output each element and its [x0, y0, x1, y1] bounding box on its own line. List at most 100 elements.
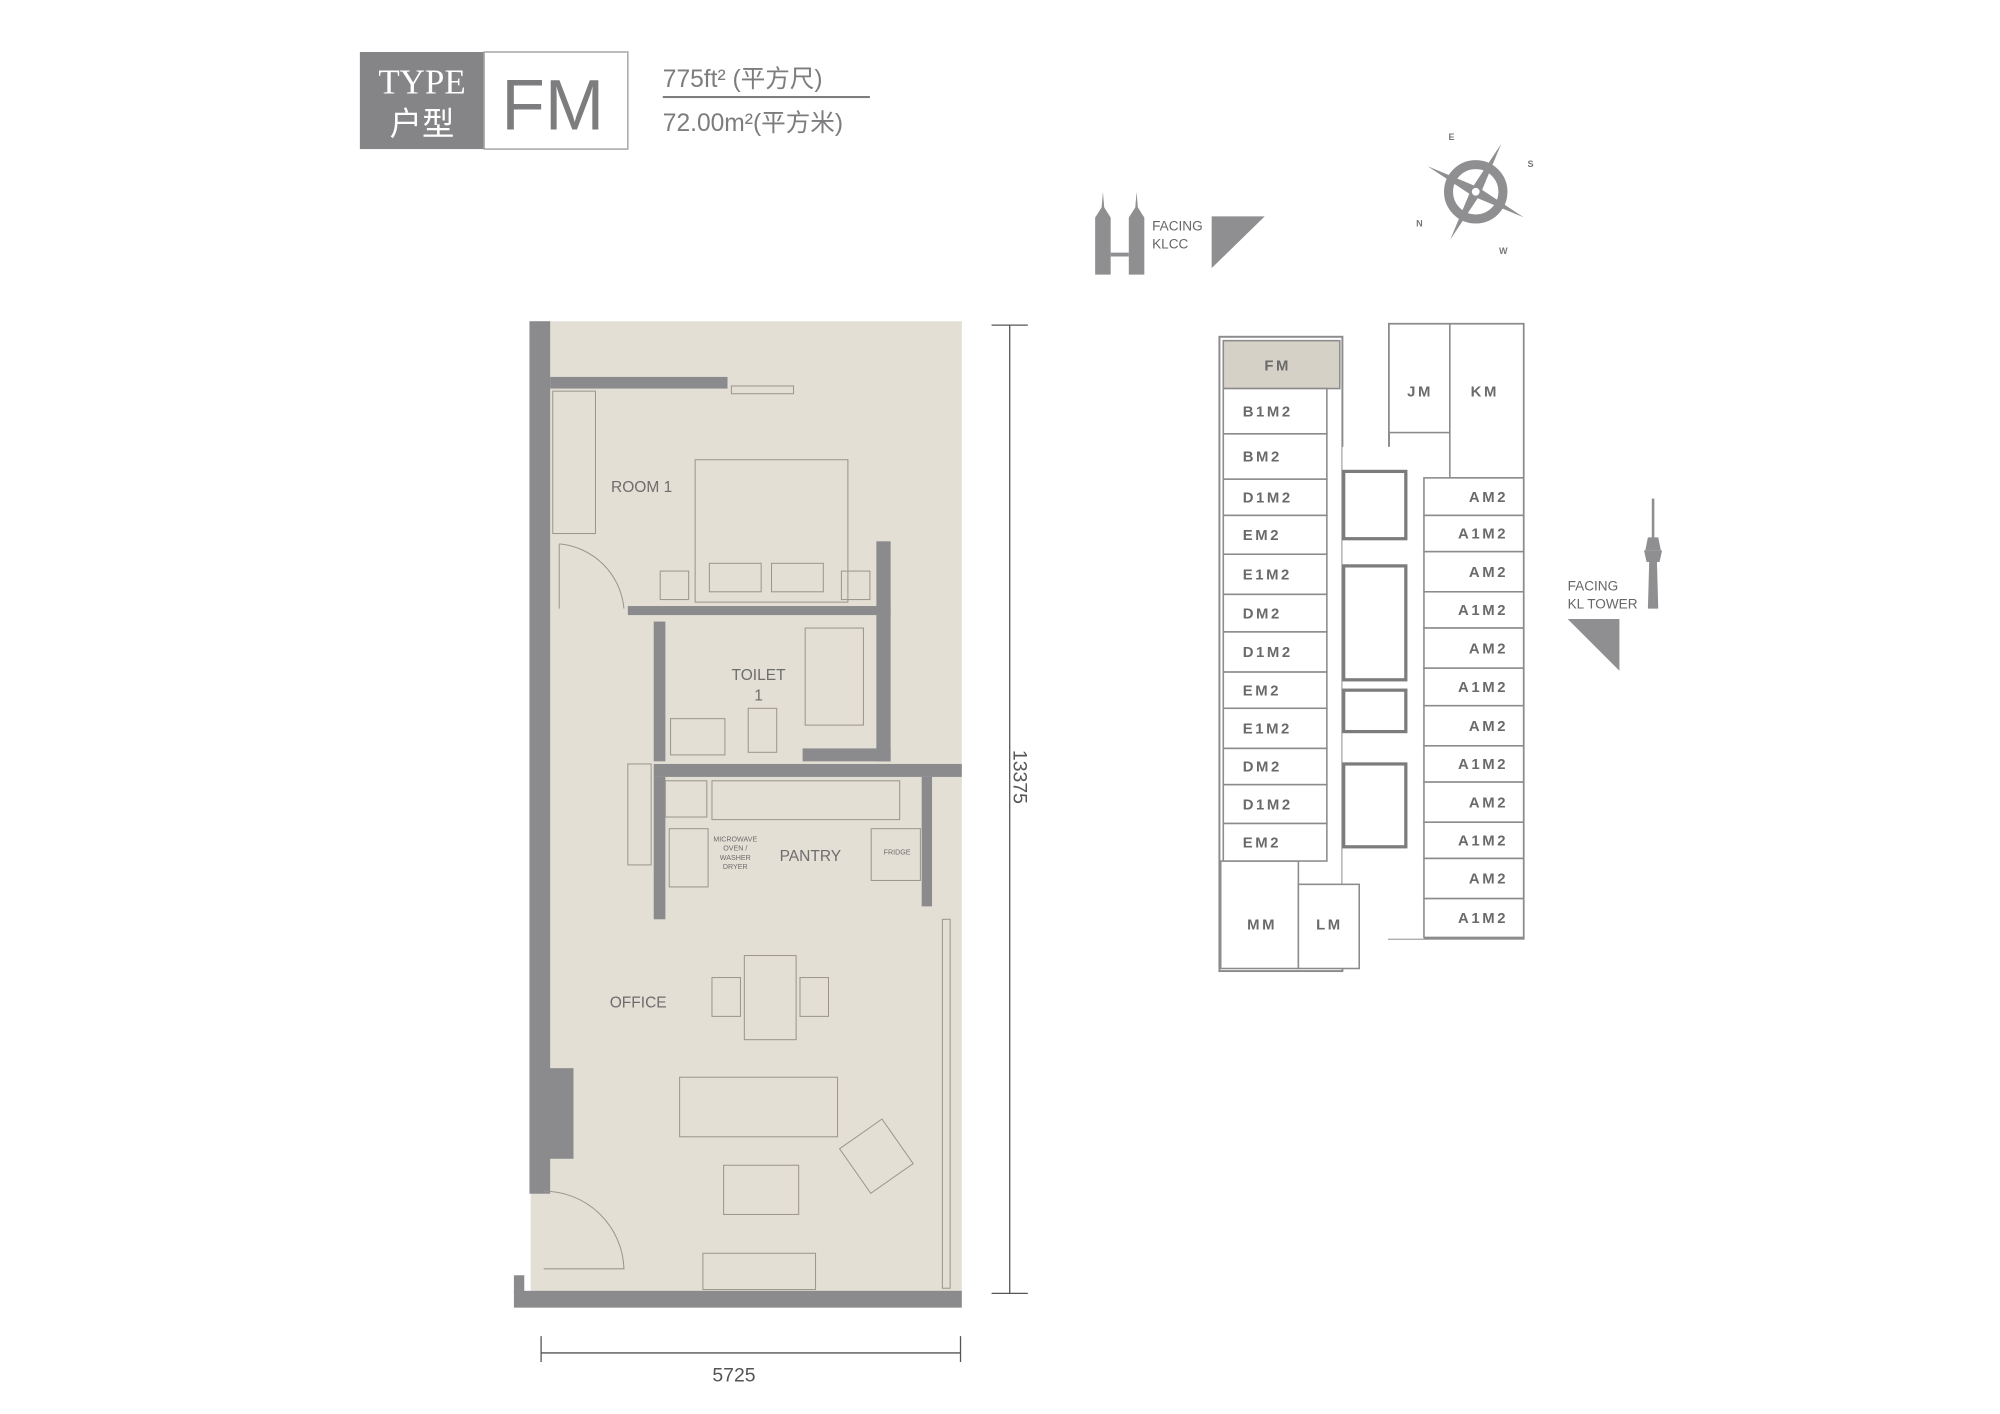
unit-floor-plan: ROOM 1 TOILET 1 PANTRY MICROWAVE OVEN / … — [513, 321, 1031, 1386]
label-appliance: WASHER — [720, 854, 751, 862]
area-sqft: 775ft² (平方尺) — [663, 65, 823, 93]
wall-door-jamb — [513, 1275, 525, 1294]
dimension-height: 13375 — [1009, 750, 1031, 804]
unit-label-jm: JM — [1407, 384, 1433, 400]
unit-e1m2 — [1222, 553, 1328, 596]
unit-label: D1M2 — [1243, 797, 1293, 813]
unit-label: EM2 — [1243, 835, 1281, 851]
compass-w: W — [1499, 246, 1508, 256]
unit-am2 — [1423, 704, 1525, 747]
wall-left — [529, 321, 551, 1194]
label-appliance: MICROWAVE — [713, 836, 757, 844]
unit-am2 — [1423, 550, 1525, 593]
lift-core — [1342, 688, 1408, 734]
unit-label: AM2 — [1469, 719, 1508, 735]
unit-label: D1M2 — [1243, 645, 1293, 661]
sofa-icon — [679, 1076, 839, 1138]
unit-label: A1M2 — [1458, 834, 1508, 850]
unit-am2 — [1423, 857, 1525, 900]
unit-em2 — [1222, 671, 1328, 710]
unit-bm2 — [1222, 433, 1328, 480]
desk-icon — [743, 955, 797, 1041]
entrance-door-icon — [543, 1190, 625, 1270]
fridge-icon — [870, 828, 921, 881]
bedside-table-icon — [659, 570, 690, 601]
unit-fm-highlighted — [1222, 339, 1341, 390]
unit-label: DM2 — [1243, 760, 1282, 776]
compass-s: S — [1528, 159, 1534, 169]
label-office: OFFICE — [610, 994, 667, 1011]
window-icon — [730, 385, 795, 395]
wall-room1-bottom — [627, 606, 891, 616]
unit-am2 — [1423, 477, 1525, 517]
facing-kl-tower-label: FACING — [1568, 578, 1619, 593]
label-toilet-number: 1 — [754, 688, 763, 705]
chair-icon — [799, 977, 829, 1017]
wall-toilet-bottom — [802, 748, 891, 762]
label-room1: ROOM 1 — [611, 479, 672, 496]
unit-label-km: KM — [1471, 384, 1499, 400]
label-fridge: FRIDGE — [884, 849, 911, 857]
compass-e: E — [1449, 132, 1455, 142]
toilet-bowl-icon — [747, 707, 778, 753]
unit-label: DM2 — [1243, 606, 1282, 622]
unit-label: A1M2 — [1458, 527, 1508, 543]
wall-room1-right — [876, 541, 891, 762]
window-icon — [941, 918, 951, 1289]
unit-label-lm: LM — [1316, 918, 1343, 934]
bedside-table-icon — [840, 570, 871, 601]
kl-tower-icon — [1644, 498, 1663, 609]
unit-label: EM2 — [1243, 683, 1281, 699]
unit-km — [1449, 323, 1525, 479]
unit-label: AM2 — [1469, 872, 1508, 888]
unit-label: A1M2 — [1458, 603, 1508, 619]
facing-klcc-label: FACING — [1152, 219, 1203, 234]
unit-mm — [1219, 860, 1300, 970]
coffee-table-icon — [723, 1164, 800, 1215]
unit-label: B1M2 — [1243, 404, 1293, 420]
unit-d1m2 — [1222, 478, 1328, 517]
unit-b1m2 — [1222, 387, 1328, 435]
wardrobe-icon — [552, 390, 596, 535]
unit-label: A1M2 — [1458, 680, 1508, 696]
unit-label-mm: MM — [1247, 918, 1277, 934]
type-label-box — [359, 51, 485, 150]
pillow-icon — [771, 562, 824, 593]
unit-label: AM2 — [1469, 795, 1508, 811]
unit-am2 — [1423, 781, 1525, 823]
shower-icon — [804, 627, 864, 726]
facing-klcc-label: KLCC — [1152, 237, 1188, 252]
unit-a1m2 — [1423, 514, 1525, 553]
wall-bottom — [513, 1290, 962, 1308]
pillow-icon — [708, 562, 762, 593]
wall-pantry-left — [653, 776, 666, 920]
unit-label: AM2 — [1469, 565, 1508, 581]
lift-core — [1342, 469, 1408, 541]
unit-type-box — [483, 51, 629, 150]
unit-label: A1M2 — [1458, 911, 1508, 927]
wall-room1-top — [550, 376, 728, 389]
type-label-cn: 户型 — [390, 106, 455, 142]
facing-kl-tower-label: KL TOWER — [1568, 597, 1638, 612]
unit-type: FM — [501, 67, 604, 146]
chair-icon — [711, 977, 741, 1017]
unit-label: A1M2 — [1458, 757, 1508, 773]
lift-core — [1342, 762, 1408, 849]
unit-em2 — [1222, 822, 1328, 862]
unit-type-header: TYPE 户型 FM 775ft² (平方尺) 72.00m²(平方米) — [359, 51, 870, 150]
bed-icon — [694, 459, 849, 603]
tv-console-icon — [702, 1252, 817, 1291]
unit-label: AM2 — [1469, 641, 1508, 657]
area-divider — [662, 95, 870, 99]
label-pantry: PANTRY — [780, 848, 842, 865]
unit-dm2 — [1222, 593, 1328, 633]
unit-a1m2 — [1423, 897, 1525, 939]
dimension-width: 5725 — [712, 1364, 755, 1386]
unit-label: E1M2 — [1243, 722, 1292, 738]
direction-triangle-icon — [1567, 618, 1620, 671]
key-plan: FM JM KM MM LM B1M2BM2D1M2EM2E1M2DM2D1M2… — [1218, 322, 1525, 973]
unit-d1m2 — [1222, 631, 1328, 673]
basin-icon — [670, 718, 726, 756]
compass-icon: E S N W — [1416, 132, 1534, 256]
